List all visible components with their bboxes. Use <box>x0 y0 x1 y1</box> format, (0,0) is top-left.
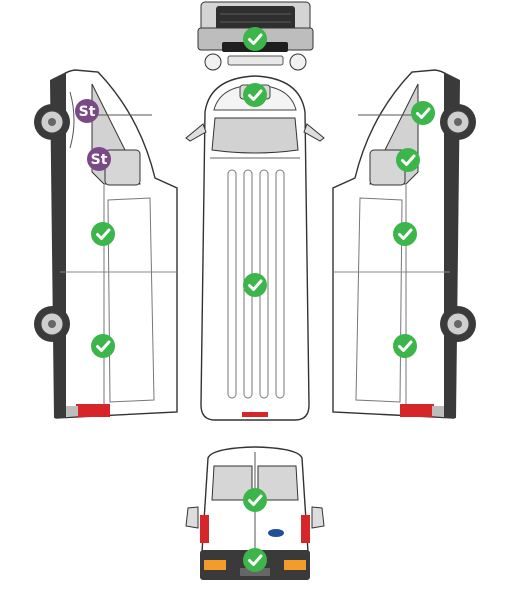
right-side-upper-check-badge[interactable] <box>393 222 417 246</box>
rear-brake-light-top <box>242 412 268 417</box>
check-mark-icon <box>398 340 413 352</box>
van-rear-view <box>185 446 325 580</box>
left-rear-wheel <box>34 306 70 342</box>
front-check-badge[interactable] <box>243 27 267 51</box>
right-front-check-badge[interactable] <box>411 101 435 125</box>
van-left-side-view <box>34 69 178 419</box>
rear-bumper-check-badge[interactable] <box>243 548 267 572</box>
windshield-top <box>211 117 299 154</box>
right-side-lower-check-badge[interactable] <box>393 334 417 358</box>
right-rear-wheel <box>440 306 476 342</box>
ford-badge <box>268 529 284 537</box>
check-mark-icon <box>398 228 413 240</box>
st-badge-label: St <box>79 104 96 120</box>
left-mirror-st-badge[interactable]: St <box>75 99 99 123</box>
left-side-sliding-door <box>107 197 155 403</box>
check-mark-icon <box>248 554 263 566</box>
front-right-fog-lamp <box>289 53 307 71</box>
left-front-wheel <box>34 104 70 140</box>
check-mark-icon <box>248 89 263 101</box>
rear-door-check-badge[interactable] <box>243 488 267 512</box>
van-top-view <box>185 75 325 421</box>
check-mark-icon <box>96 228 111 240</box>
left-wheel-arch-front <box>69 91 75 149</box>
left-tail-light <box>76 404 110 417</box>
left-mirror <box>185 123 207 142</box>
rear-left-tail-light <box>200 515 209 543</box>
right-tail-light <box>400 404 434 417</box>
check-mark-icon <box>248 494 263 506</box>
right-window-check-badge[interactable] <box>396 148 420 172</box>
check-mark-icon <box>248 33 263 45</box>
hood-check-badge[interactable] <box>243 83 267 107</box>
front-left-fog-lamp <box>204 53 222 71</box>
check-mark-icon <box>416 107 431 119</box>
rear-right-tail-light <box>301 515 310 543</box>
right-side-body <box>332 69 455 419</box>
badge-layer: St St <box>75 27 435 572</box>
check-mark-icon <box>401 154 416 166</box>
roof-check-badge[interactable] <box>243 273 267 297</box>
left-window-st-badge[interactable]: St <box>87 147 111 171</box>
left-side-upper-check-badge[interactable] <box>91 222 115 246</box>
check-mark-icon <box>248 279 263 291</box>
right-side-door <box>355 197 403 403</box>
right-front-wheel <box>440 104 476 140</box>
check-mark-icon <box>96 340 111 352</box>
rear-right-mirror <box>311 506 325 529</box>
left-side-lower-check-badge[interactable] <box>91 334 115 358</box>
rear-left-mirror <box>185 506 199 529</box>
st-badge-label: St <box>91 152 108 168</box>
right-mirror <box>303 123 325 142</box>
van-right-side-view <box>332 69 476 419</box>
van-front-view <box>197 1 314 71</box>
